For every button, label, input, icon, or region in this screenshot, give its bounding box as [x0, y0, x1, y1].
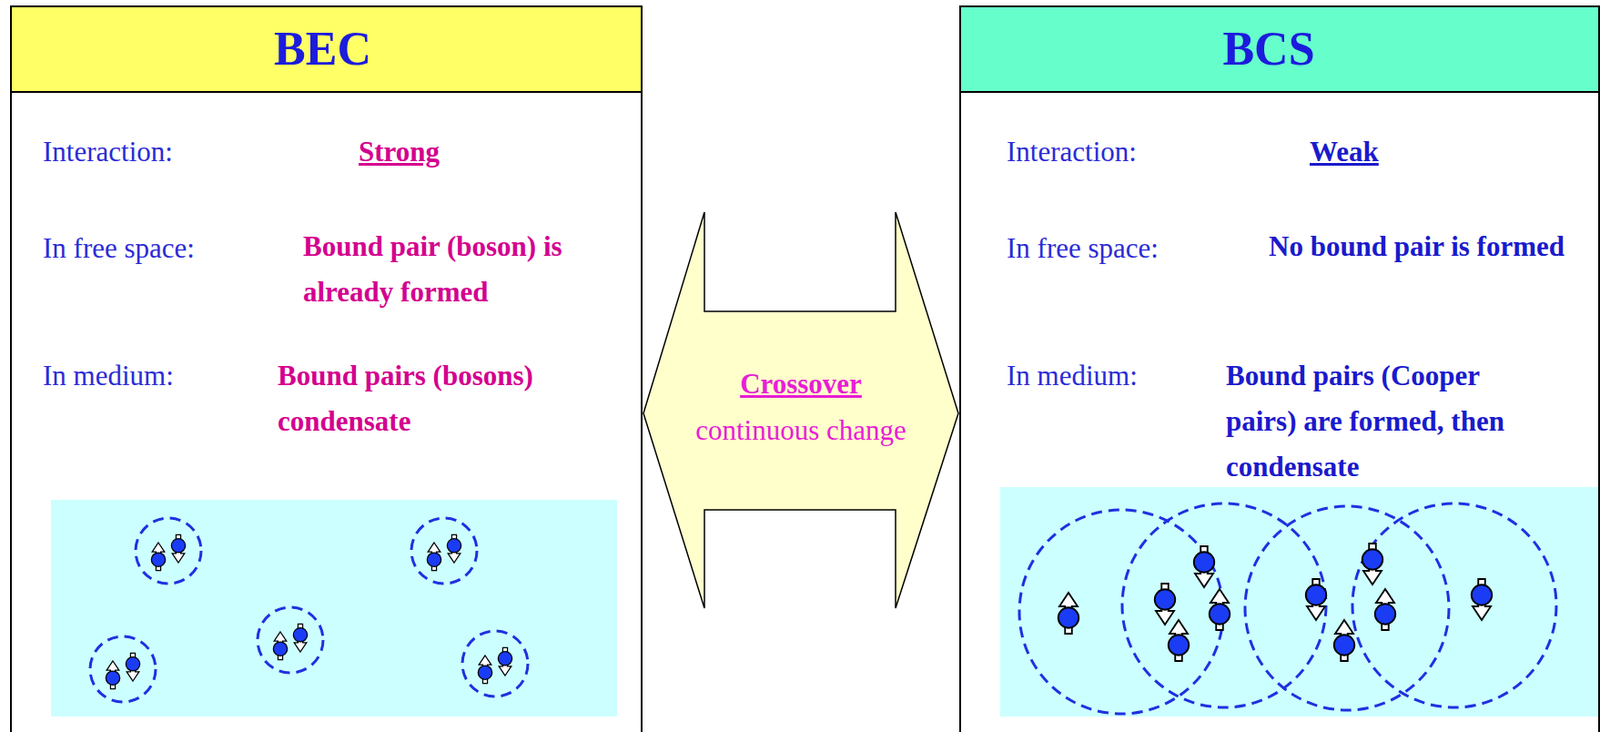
dashed-circle: [1122, 503, 1327, 708]
double-arrow-outline: [643, 212, 959, 608]
spin-particle: [426, 542, 441, 571]
arrow-title: Crossover: [642, 365, 960, 403]
dashed-circle: [462, 630, 528, 697]
spin-particle: [1334, 619, 1356, 661]
spin-particle: [171, 534, 185, 563]
row-value: Bound pairs (Cooper pairs) are formed, t…: [1225, 353, 1550, 490]
spin-particle: [105, 660, 120, 689]
dashed-circle: [1245, 506, 1449, 710]
dashed-circle: [1352, 503, 1557, 708]
arrow-subtitle: continuous change: [642, 412, 960, 449]
drawing-part: [257, 607, 324, 673]
spin-particle: [1209, 588, 1231, 630]
dashed-circle: [411, 517, 477, 584]
row-label: In medium:: [1006, 357, 1138, 395]
row-value: Bound pair (boson) is already formed: [303, 223, 586, 315]
spin-particle: [1194, 546, 1216, 588]
drawing-part: [135, 517, 202, 584]
spin-particle: [1375, 588, 1397, 630]
row-value: Bound pairs (bosons) condensate: [277, 353, 588, 445]
bound-pairs: [90, 517, 528, 702]
row-value: No bound pair is formed: [1268, 223, 1570, 270]
spin-particle: [477, 655, 492, 684]
cooper-pairs: [1019, 503, 1557, 714]
illustration-ground: [50, 499, 618, 717]
illustration-ground: [1000, 486, 1600, 717]
spin-particle: [125, 652, 140, 681]
spin-particle: [497, 647, 512, 676]
bec-panel: BEC Interaction: Strong In free space: Bound…: [10, 5, 643, 732]
spin-particle: [1058, 592, 1080, 634]
spin-particle: [1168, 619, 1190, 661]
row-label: In free space:: [1006, 230, 1159, 267]
drawing-part: [90, 636, 156, 702]
row-value: Weak: [1309, 129, 1492, 175]
header-rule: [10, 91, 643, 93]
spin-particle: [151, 542, 165, 571]
dashed-circle: [135, 517, 202, 584]
drawing-part: [462, 630, 528, 697]
spin-particle: [1154, 583, 1176, 625]
panel-title: BEC: [8, 21, 638, 77]
crossover-arrow: Crossover continuous change: [642, 211, 960, 609]
drawing-part: [411, 517, 477, 584]
spin-particle: [1362, 543, 1384, 585]
dashed-circle: [90, 636, 156, 702]
spin-particle: [446, 534, 461, 563]
row-value: Strong: [358, 129, 541, 175]
row-label: Interaction:: [42, 133, 173, 171]
spin-particle: [1306, 578, 1327, 620]
bcs-panel: BCSInteraction:WeakIn free space:No boun…: [959, 5, 1600, 732]
row-label: Interaction:: [1006, 133, 1137, 171]
spin-particle: [293, 623, 307, 652]
spin-particle: [1471, 578, 1493, 620]
double-arrow-shape: [642, 211, 960, 609]
panel-title: BCS: [950, 21, 1588, 77]
spin-particle: [273, 631, 287, 660]
row-label: In free space:: [42, 230, 195, 267]
header-rule: [959, 91, 1600, 93]
row-label: In medium:: [42, 357, 174, 395]
dashed-circle: [257, 607, 324, 673]
